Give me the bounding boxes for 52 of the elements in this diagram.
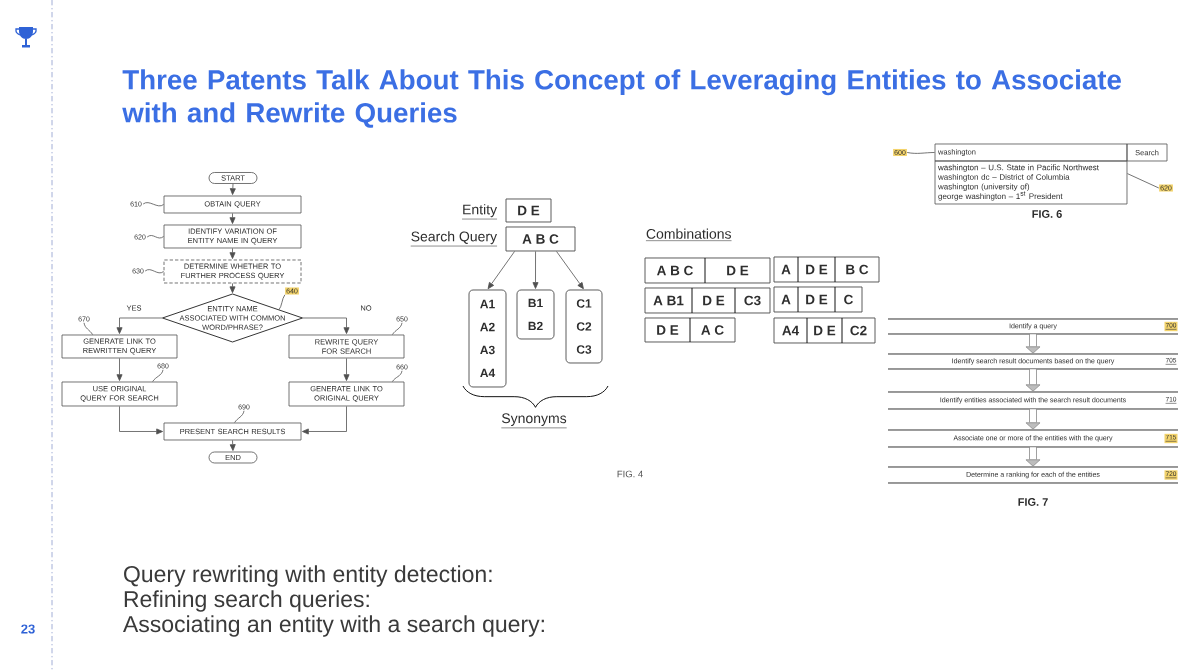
- table-row: A B1 D E C3: [644, 287, 771, 314]
- arrow: [119, 406, 163, 435]
- arrow: [116, 358, 123, 381]
- block-arrow: [1025, 409, 1041, 430]
- list-box: A1 A2 A3 A4: [468, 289, 507, 388]
- arrow: [302, 406, 347, 435]
- arrow: [229, 213, 236, 224]
- slide-title: Three Patents Talk About This Concept of Leveraging Entities to Associate with and Rewrite Queries: [122, 69, 1121, 128]
- leader-line: [142, 202, 164, 207]
- arrow: [229, 248, 236, 259]
- connector-line: [1127, 173, 1160, 189]
- brace-label: Synonyms: [501, 413, 567, 429]
- arrow: [556, 251, 584, 290]
- table-row: A D E B C: [773, 256, 880, 283]
- body-text: Associating an entity with a search query:: [123, 615, 544, 637]
- row-label: Search Query: [410, 231, 498, 247]
- arrow: [343, 358, 350, 381]
- leader-line: [392, 370, 403, 382]
- table-row: A4 D E C2: [773, 317, 876, 344]
- list-box: B1 B2: [516, 289, 555, 340]
- row-label: Entity: [461, 204, 498, 220]
- section-heading: Combinations: [645, 228, 732, 241]
- block-arrow: [1025, 334, 1041, 354]
- leader-line: [234, 410, 245, 423]
- figure-label: FIG. 4: [617, 470, 643, 478]
- arrow: [487, 251, 515, 290]
- block-arrow: [1025, 447, 1041, 467]
- dropdown-list: washington – U.S. State in Pacific Northwest washington dc – District of Columbia washington (university of) george washington – 1$^{st}$ President: [934, 160, 1128, 205]
- value-box: A B C: [505, 226, 576, 252]
- leader-line: [906, 152, 935, 154]
- leader-line: [392, 322, 403, 335]
- list-box: C1 C2 C3: [565, 289, 603, 364]
- arrow: [532, 251, 539, 289]
- body-text: Refining search queries:: [124, 590, 369, 612]
- arrow: [302, 317, 350, 334]
- table-row: D E A C: [644, 317, 736, 343]
- arrow: [229, 440, 236, 451]
- leader-line: [278, 294, 286, 311]
- leader-line: [152, 369, 164, 382]
- leader-line: [144, 269, 164, 274]
- table-row: A D E C: [773, 286, 863, 313]
- figure-label: FIG. 7: [1018, 498, 1048, 506]
- body-text: Query rewriting with entity detection:: [124, 565, 492, 587]
- arrow: [229, 183, 236, 195]
- arrow: [116, 317, 163, 334]
- block-arrow: [1025, 369, 1041, 392]
- leader-line: [83, 322, 93, 335]
- leader-line: [146, 235, 164, 239]
- value-box: D E: [505, 198, 552, 223]
- table-row: A B C D E: [644, 257, 771, 284]
- arrow: [229, 283, 236, 294]
- page-number: 23: [21, 624, 35, 634]
